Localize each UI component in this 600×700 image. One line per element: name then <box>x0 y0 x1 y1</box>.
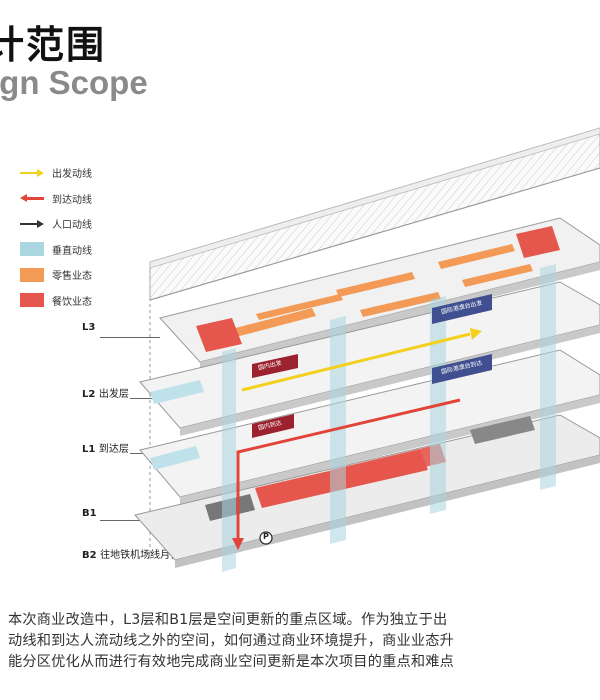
floor-name: 到达层 <box>98 444 129 455</box>
dining-zone <box>330 444 446 488</box>
service-block <box>470 416 535 444</box>
legend-label: 餐饮业态 <box>52 296 92 308</box>
red-arrowhead-icon <box>232 538 244 550</box>
floor-name: 出发层 <box>98 389 129 400</box>
floor-slab-l3 <box>159 217 600 370</box>
page-title-english: ign Scope <box>0 64 148 101</box>
departure-flow-line <box>241 332 471 392</box>
floor-label-b2: B2 往地铁机场线月台 <box>82 546 180 561</box>
dining-zone <box>516 226 560 258</box>
retail-zone <box>438 244 515 269</box>
retail-zone <box>256 294 343 320</box>
black-arrow-icon <box>18 217 46 231</box>
legend-label: 零售业态 <box>52 271 92 283</box>
floor-label-l3: L3 <box>82 322 95 333</box>
page-title-chinese: 计范围 <box>0 23 107 67</box>
legend-item-vertical-flow: 垂直动线 <box>18 237 92 263</box>
blue-swatch-icon <box>20 242 44 257</box>
arrival-flow-line <box>236 398 461 540</box>
retail-zone <box>336 272 415 297</box>
legend-label: 垂直动线 <box>52 245 92 257</box>
roof-structure <box>149 127 600 301</box>
floor-label-l1: L1 到达层 <box>82 440 129 455</box>
parking-icon <box>259 531 273 545</box>
legend-label: 出发动线 <box>52 169 92 181</box>
leader-line <box>100 520 140 521</box>
legend: 出发动线 到达动线 人口动线 垂直动线 零售业态 餐饮业态 <box>18 160 92 313</box>
red-arrow-icon <box>18 191 46 205</box>
floor-name: 往地铁机场线月台 <box>100 550 181 561</box>
tag-l3-intl-departure <box>432 294 492 324</box>
paragraph-line: 本次商业改造中，L3层和B1层是空间更新的重点区域。作为独立于出 <box>8 612 448 628</box>
floor-code: L2 <box>82 389 96 400</box>
legend-item-retail: 零售业态 <box>18 262 92 288</box>
legend-item-entrance-flow: 人口动线 <box>18 211 92 237</box>
floor-code: B1 <box>82 508 97 519</box>
retail-zone <box>462 264 533 287</box>
floor-label-l2: L2 出发层 <box>82 385 129 400</box>
dining-zone <box>196 318 242 352</box>
tag-l2-domestic-departure <box>252 354 298 378</box>
retail-zone <box>360 292 441 317</box>
floor-slab-b1 <box>134 414 600 568</box>
legend-label: 到达动线 <box>52 194 92 206</box>
legend-label: 人口动线 <box>52 220 92 232</box>
tag-l2-intl-arrival <box>432 354 492 384</box>
floor-code: B2 <box>82 550 97 561</box>
description-paragraph: 本次商业改造中，L3层和B1层是空间更新的重点区域。作为独立于出 动线和到达人流… <box>8 610 600 673</box>
paragraph-line: 动线和到达人流动线之外的空间，如何通过商业环境提升，商业业态升 <box>8 633 455 649</box>
floor-label-b1: B1 <box>82 508 97 519</box>
retail-zone <box>228 308 316 338</box>
parking-label: P <box>263 532 269 541</box>
leader-line <box>100 337 160 338</box>
tag-l1-domestic-arrival <box>252 414 294 438</box>
legend-item-departure-flow: 出发动线 <box>18 160 92 186</box>
orange-swatch-icon <box>20 267 44 282</box>
floor-code: L3 <box>82 322 96 333</box>
legend-item-arrival-flow: 到达动线 <box>18 186 92 212</box>
red-swatch-icon <box>20 293 44 308</box>
leader-line <box>130 398 158 399</box>
yellow-arrowhead-icon <box>470 328 482 340</box>
floor-code: L1 <box>82 444 96 455</box>
paragraph-line: 能分区优化从而进行有效地完成商业空间更新是本次项目的重点和难点 <box>8 654 455 670</box>
legend-item-dining: 餐饮业态 <box>18 288 92 314</box>
yellow-arrow-icon <box>18 166 46 180</box>
